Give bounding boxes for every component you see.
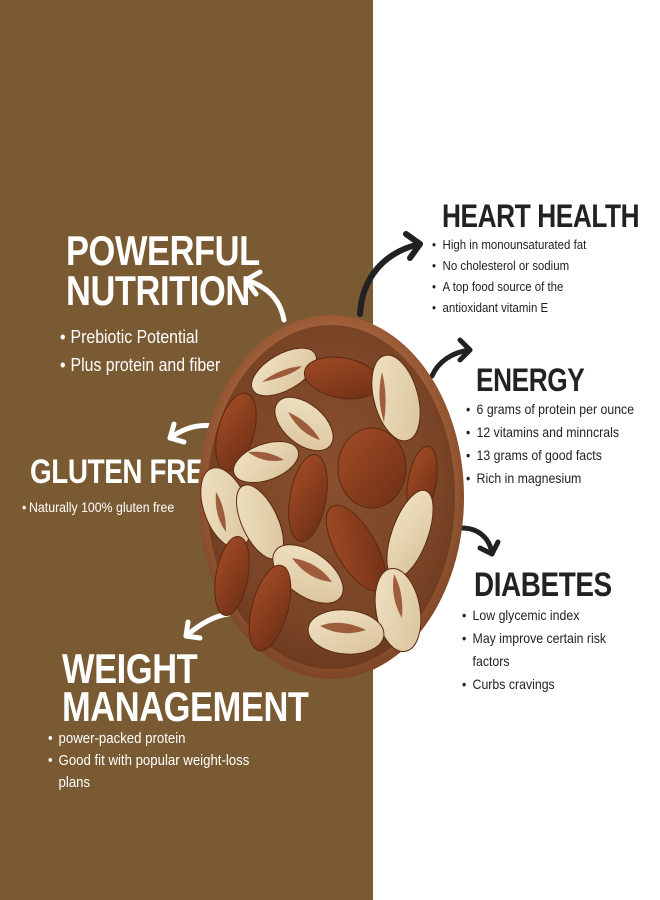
energy-item: 6 grams of protein per ounce (466, 398, 634, 421)
diabetes-item: May improve certain risk factors (462, 627, 635, 673)
gluten-free-item: Naturally 100% gluten free (22, 497, 174, 517)
gluten-free-heading: GLUTEN FREE (30, 453, 223, 491)
weight-management-heading-line1: WEIGHT (62, 645, 198, 692)
energy-item: Rich in magnesium (466, 467, 634, 490)
energy-item: 12 vitamins and minncrals (466, 421, 634, 444)
heart-health-item: No cholesterol or sodium (432, 255, 586, 276)
gluten-free-list: Naturally 100% gluten free (22, 497, 195, 517)
curved-arrow-black-icon (459, 525, 501, 557)
curved-arrow-black-icon (357, 231, 423, 317)
powerful-nutrition-heading-line1: POWERFUL (66, 227, 260, 274)
weight-management-heading-line2: MANAGEMENT (62, 683, 309, 730)
powerful-nutrition-item: Plus protein and fiber (60, 351, 220, 379)
powerful-nutrition-item: Prebiotic Potential (60, 323, 220, 351)
diabetes-item: Curbs cravings (462, 673, 635, 696)
energy-item: 13 grams of good facts (466, 444, 634, 467)
powerful-nutrition-list: Prebiotic Potential Plus protein and fib… (60, 323, 242, 379)
curved-arrow-white-icon (167, 421, 215, 445)
heart-health-item: High in monounsaturated fat (432, 234, 586, 255)
energy-heading: ENERGY (476, 362, 585, 398)
curved-arrow-white-icon (243, 269, 287, 323)
diabetes-item: Low glycemic index (462, 604, 635, 627)
heart-health-heading: HEART HEALTH (442, 198, 640, 234)
powerful-nutrition-heading-line2: NUTRITION (66, 267, 250, 314)
diabetes-list: Low glycemic index May improve certain r… (462, 604, 659, 696)
curved-arrow-black-icon (429, 337, 473, 379)
weight-management-list: power-packed protein Good fit with popul… (48, 728, 310, 794)
weight-management-item: power-packed protein (48, 728, 279, 750)
weight-management-item: Good fit with popular weight-loss plans (48, 750, 279, 794)
diabetes-heading: DIABETES (474, 566, 612, 604)
heart-health-item: A top food source of the (432, 276, 586, 297)
heart-health-item: antioxidant vitamin E (432, 297, 586, 318)
heart-health-list: High in monounsaturated fat No cholester… (432, 234, 607, 318)
brazil-nut-bowl-image (198, 315, 464, 679)
energy-list: 6 grams of protein per ounce 12 vitamins… (466, 398, 657, 490)
